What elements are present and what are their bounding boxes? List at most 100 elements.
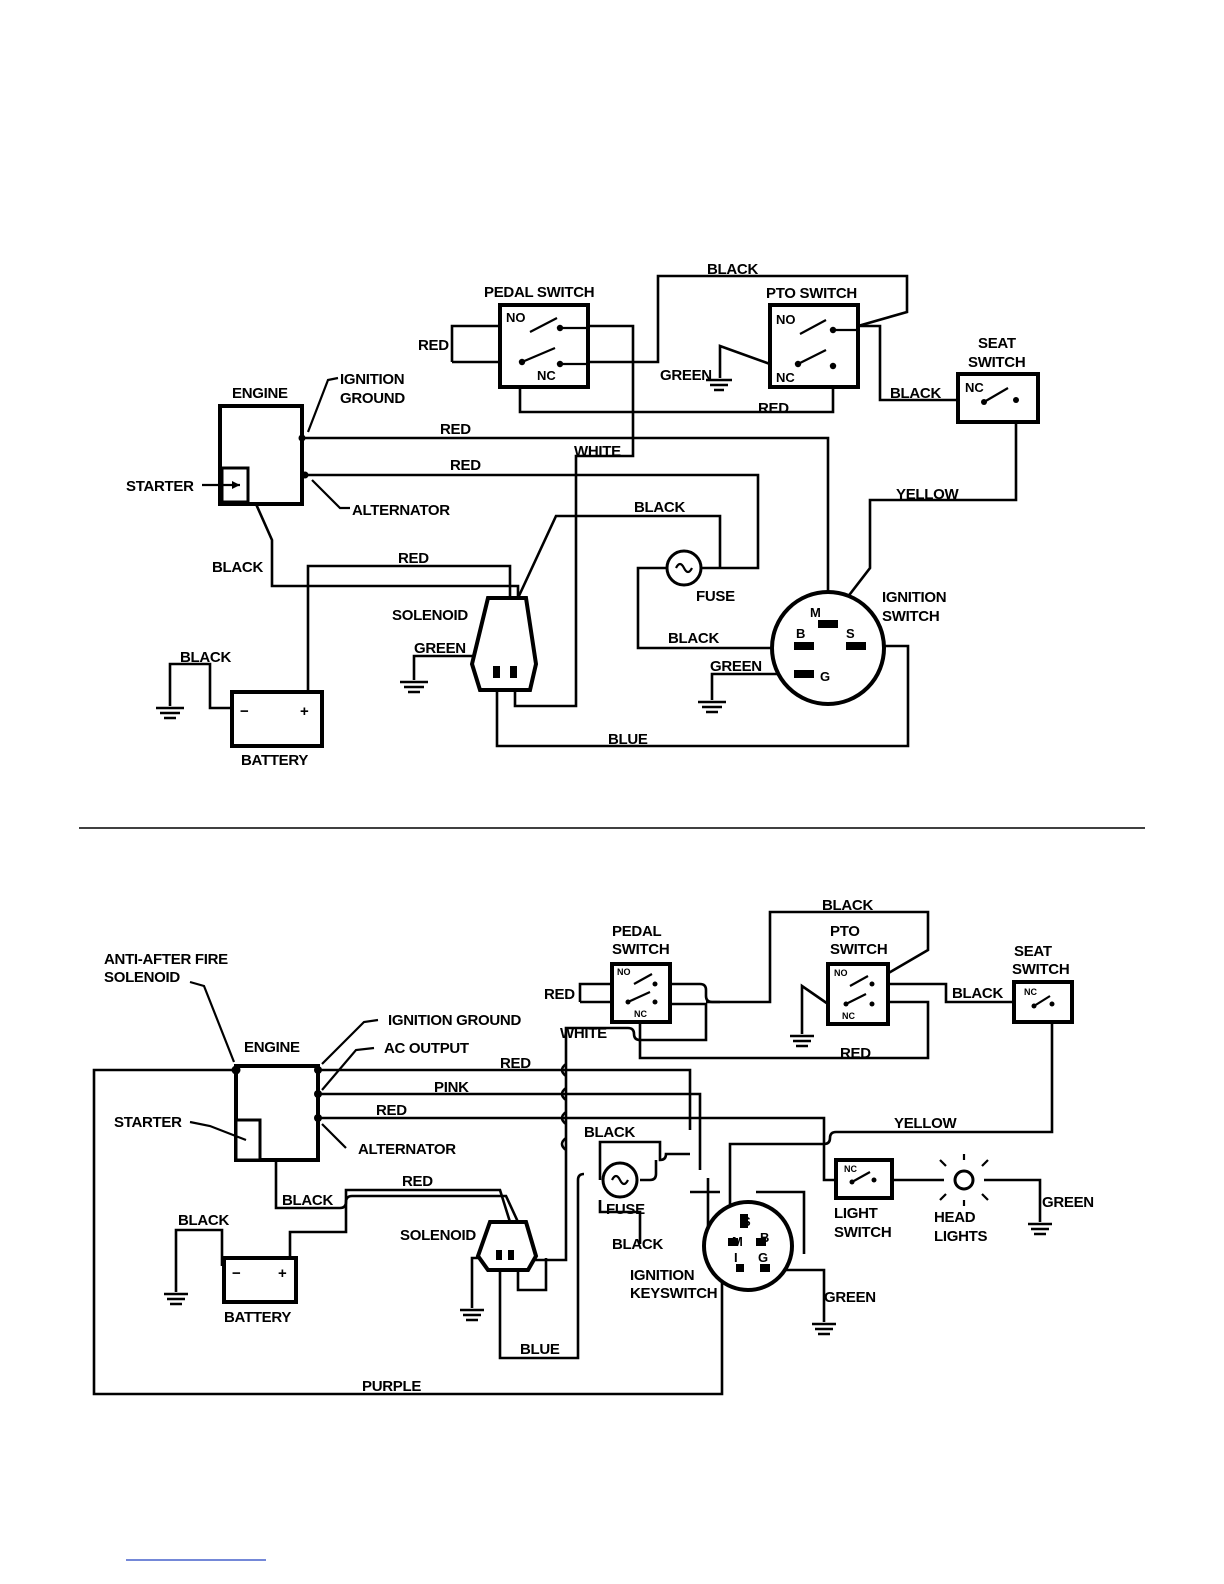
wire-red-pedal: RED bbox=[418, 337, 449, 354]
wire-black-seat: BLACK bbox=[890, 385, 941, 402]
pto-switch-label: PTO SWITCH bbox=[766, 285, 857, 302]
pedal-switch-2: NO NC bbox=[610, 962, 672, 1024]
ignition-ground-2-label: IGNITION GROUND bbox=[388, 1012, 521, 1029]
seat-switch-2-label-2: SWITCH bbox=[1012, 961, 1069, 978]
term-s: S bbox=[742, 1214, 751, 1229]
engine-2 bbox=[231, 1064, 322, 1162]
ignition-switch-label-2: SWITCH bbox=[882, 608, 939, 625]
wire2-green-key: GREEN bbox=[824, 1289, 876, 1306]
wire2-green-lights: GREEN bbox=[1042, 1194, 1094, 1211]
engine-label: ENGINE bbox=[232, 385, 288, 402]
wire-red-ign: RED bbox=[440, 421, 471, 438]
head-lights-label-2: LIGHTS bbox=[934, 1228, 987, 1245]
battery-label: BATTERY bbox=[241, 752, 308, 769]
light-switch-label-2: SWITCH bbox=[834, 1224, 891, 1241]
ignition-ground-label-2: GROUND bbox=[340, 390, 405, 407]
wire-red-sol: RED bbox=[398, 550, 429, 567]
wire-white: WHITE bbox=[574, 443, 621, 460]
crossovers bbox=[560, 1062, 567, 1152]
no-label: NO bbox=[834, 968, 848, 978]
wire2-purple: PURPLE bbox=[362, 1378, 421, 1395]
wire-black-starter: BLACK bbox=[212, 559, 263, 576]
pedal-switch-label: PEDAL SWITCH bbox=[484, 284, 594, 301]
fuse-label: FUSE bbox=[696, 588, 735, 605]
wire2-yellow: YELLOW bbox=[894, 1115, 958, 1132]
term-m: M bbox=[732, 1234, 743, 1249]
pedal-switch-1: NO NC bbox=[498, 303, 590, 389]
engine-2-label: ENGINE bbox=[244, 1039, 300, 1056]
wire2-black-bat: BLACK bbox=[178, 1212, 229, 1229]
head-lights bbox=[939, 1154, 989, 1206]
ignition-switch-1: M B S G bbox=[770, 590, 886, 706]
wire2-red-2: RED bbox=[376, 1102, 407, 1119]
solenoid-2-label: SOLENOID bbox=[400, 1227, 476, 1244]
wire2-red-1: RED bbox=[500, 1055, 531, 1072]
term-i: I bbox=[734, 1250, 738, 1265]
term-m: M bbox=[810, 605, 821, 620]
svg-text:−: − bbox=[232, 1265, 241, 1282]
nc-label: NC bbox=[842, 1011, 855, 1021]
ignition-keyswitch-label-2: KEYSWITCH bbox=[630, 1285, 717, 1302]
wire-red-pto: RED bbox=[758, 400, 789, 417]
seat-switch-2: NC bbox=[1012, 980, 1074, 1024]
solenoid-1 bbox=[469, 596, 539, 692]
engine-1 bbox=[202, 404, 309, 506]
nc-label: NC bbox=[776, 370, 795, 385]
wire2-white: WHITE bbox=[560, 1025, 607, 1042]
diagram-1: NO NC PEDAL SWITCH NO NC PTO SWITCH bbox=[126, 261, 1040, 769]
battery-2: − + bbox=[222, 1256, 298, 1304]
wire2-red-pto: RED bbox=[840, 1045, 871, 1062]
wire-black-fuse: BLACK bbox=[634, 499, 685, 516]
ignition-keyswitch-2: S M B I G bbox=[702, 1200, 794, 1292]
light-switch-label-1: LIGHT bbox=[834, 1205, 878, 1222]
starter-2-label: STARTER bbox=[114, 1114, 182, 1131]
nc-label: NC bbox=[844, 1164, 857, 1174]
term-b: B bbox=[760, 1230, 769, 1245]
pto-switch-2: NO NC bbox=[826, 962, 890, 1026]
wire2-black-seat: BLACK bbox=[952, 985, 1003, 1002]
ignition-keyswitch-label-1: IGNITION bbox=[630, 1267, 694, 1284]
nc-label: NC bbox=[537, 368, 556, 383]
wire-black-top: BLACK bbox=[707, 261, 758, 278]
pto-switch-1: NO NC bbox=[768, 303, 860, 389]
wire2-red-sol: RED bbox=[402, 1173, 433, 1190]
anti-after-fire-label-1: ANTI-AFTER FIRE bbox=[104, 951, 228, 968]
wire2-pink: PINK bbox=[434, 1079, 469, 1096]
solenoid-2 bbox=[475, 1220, 539, 1272]
seat-switch-2-label-1: SEAT bbox=[1014, 943, 1052, 960]
wires-1 bbox=[156, 274, 1018, 748]
wire-black-b: BLACK bbox=[668, 630, 719, 647]
alternator-2-label: ALTERNATOR bbox=[358, 1141, 456, 1158]
pto-switch-2-label-2: SWITCH bbox=[830, 941, 887, 958]
ignition-ground-label-1: IGNITION bbox=[340, 371, 404, 388]
wire-yellow: YELLOW bbox=[896, 486, 960, 503]
wire-red-alt: RED bbox=[450, 457, 481, 474]
svg-text:+: + bbox=[278, 1265, 287, 1282]
term-g: G bbox=[820, 669, 830, 684]
no-label: NO bbox=[506, 310, 526, 325]
wire2-black-starter: BLACK bbox=[282, 1192, 333, 1209]
nc-label: NC bbox=[634, 1009, 647, 1019]
fuse-2-label: FUSE bbox=[606, 1201, 645, 1218]
seat-switch-label-2: SWITCH bbox=[968, 354, 1025, 371]
wire-black-bat: BLACK bbox=[180, 649, 231, 666]
ignition-switch-label-1: IGNITION bbox=[882, 589, 946, 606]
light-switch: NC bbox=[834, 1158, 894, 1200]
seat-switch-1: NC bbox=[956, 372, 1040, 424]
fuse-1 bbox=[665, 549, 703, 587]
term-b: B bbox=[796, 626, 805, 641]
wire-green-pto: GREEN bbox=[660, 367, 712, 384]
wire2-black-fuse: BLACK bbox=[584, 1124, 635, 1141]
no-label: NO bbox=[776, 312, 796, 327]
pedal-switch-2-label-1: PEDAL bbox=[612, 923, 661, 940]
wire2-red-pedal: RED bbox=[544, 986, 575, 1003]
wire-blue: BLUE bbox=[608, 731, 648, 748]
anti-after-fire-label-2: SOLENOID bbox=[104, 969, 180, 986]
no-label: NO bbox=[617, 967, 631, 977]
wire2-black-key: BLACK bbox=[612, 1236, 663, 1253]
wire-green-g: GREEN bbox=[710, 658, 762, 675]
seat-switch-label-1: SEAT bbox=[978, 335, 1016, 352]
starter-label: STARTER bbox=[126, 478, 194, 495]
pedal-switch-2-label-2: SWITCH bbox=[612, 941, 669, 958]
